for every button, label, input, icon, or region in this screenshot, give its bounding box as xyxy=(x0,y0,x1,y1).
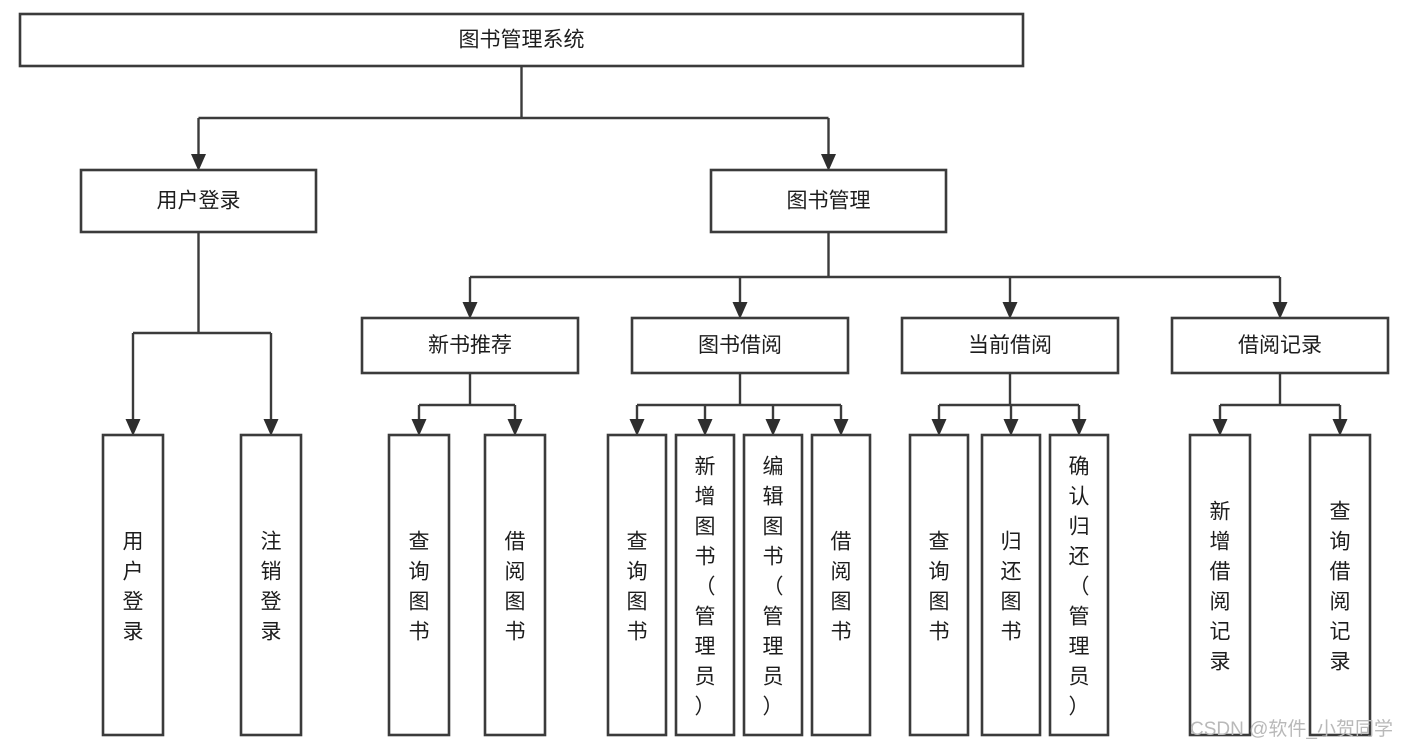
node-book-manage[interactable]: 图书管理 xyxy=(709,168,948,234)
node-box xyxy=(239,433,303,737)
edge-arrowhead xyxy=(191,154,206,171)
node-label: 查询图书 xyxy=(929,530,950,643)
edge-arrowhead xyxy=(697,419,713,436)
node-leaf-br-add[interactable]: 新增借阅记录 xyxy=(1188,433,1252,737)
node-label: 图书管理系统 xyxy=(459,29,585,52)
edge-arrowhead xyxy=(1332,419,1348,436)
node-user-login[interactable]: 用户登录 xyxy=(79,168,318,234)
edge-arrowhead xyxy=(411,419,427,436)
edge-arrowhead xyxy=(821,154,836,171)
edge-arrowhead xyxy=(1272,302,1288,319)
node-box xyxy=(674,433,736,737)
nodes-layer: 图书管理系统用户登录图书管理新书推荐图书借阅当前借阅借阅记录用户登录注销登录查询… xyxy=(18,12,1390,737)
csdn-watermark: CSDN @软件_小贺同学 xyxy=(1190,718,1393,740)
node-book-borrow[interactable]: 图书借阅 xyxy=(630,316,850,375)
edge-arrowhead xyxy=(125,419,141,436)
node-label: 注销登录 xyxy=(261,530,282,643)
node-label: 图书管理 xyxy=(787,190,871,213)
node-label: 查询借阅记录 xyxy=(1330,500,1351,673)
edge-arrowhead xyxy=(931,419,947,436)
node-label: 新增图书（管理员） xyxy=(695,455,716,718)
node-leaf-logout[interactable]: 注销登录 xyxy=(239,433,303,737)
node-box xyxy=(900,316,1120,375)
edge-arrowhead xyxy=(1212,419,1228,436)
node-leaf-cb-query[interactable]: 查询图书 xyxy=(908,433,970,737)
node-label: 当前借阅 xyxy=(968,334,1052,357)
node-box xyxy=(908,433,970,737)
node-label: 新增借阅记录 xyxy=(1210,500,1231,673)
node-leaf-nbr-query[interactable]: 查询图书 xyxy=(387,433,451,737)
node-label: 查询图书 xyxy=(409,530,430,643)
node-label: 借阅图书 xyxy=(505,530,526,643)
edge-arrowhead xyxy=(765,419,781,436)
node-new-book-rec[interactable]: 新书推荐 xyxy=(360,316,580,375)
node-label: 编辑图书（管理员） xyxy=(763,455,784,718)
node-box xyxy=(101,433,165,737)
node-box xyxy=(1170,316,1390,375)
node-box xyxy=(1308,433,1372,737)
node-box xyxy=(1048,433,1110,737)
node-label: 用户登录 xyxy=(157,190,241,213)
node-leaf-br-query[interactable]: 查询借阅记录 xyxy=(1308,433,1372,737)
node-box xyxy=(709,168,948,234)
node-current-borrow[interactable]: 当前借阅 xyxy=(900,316,1120,375)
node-leaf-user-login[interactable]: 用户登录 xyxy=(101,433,165,737)
node-box xyxy=(606,433,668,737)
edge-arrowhead xyxy=(263,419,279,436)
edge-arrowhead xyxy=(1003,419,1019,436)
node-box xyxy=(387,433,451,737)
node-leaf-bb-edit[interactable]: 编辑图书（管理员） xyxy=(742,433,804,737)
node-box xyxy=(742,433,804,737)
edge-arrowhead xyxy=(1002,302,1018,319)
node-box xyxy=(1188,433,1252,737)
node-box xyxy=(630,316,850,375)
node-box xyxy=(483,433,547,737)
node-box xyxy=(810,433,872,737)
node-leaf-cb-return[interactable]: 归还图书 xyxy=(980,433,1042,737)
node-leaf-cb-confirm[interactable]: 确认归还（管理员） xyxy=(1048,433,1110,737)
node-root[interactable]: 图书管理系统 xyxy=(18,12,1025,68)
edge-arrowhead xyxy=(833,419,849,436)
node-label: 确认归还（管理员） xyxy=(1069,455,1090,718)
node-box xyxy=(18,12,1025,68)
node-label: 图书借阅 xyxy=(698,334,782,357)
node-borrow-record[interactable]: 借阅记录 xyxy=(1170,316,1390,375)
node-box xyxy=(360,316,580,375)
node-box xyxy=(79,168,318,234)
node-leaf-bb-query[interactable]: 查询图书 xyxy=(606,433,668,737)
edge-arrowhead xyxy=(732,302,748,319)
node-label: 新书推荐 xyxy=(428,334,512,357)
node-label: 借阅图书 xyxy=(831,530,852,643)
edge-arrowhead xyxy=(1071,419,1087,436)
edge-arrowhead xyxy=(507,419,523,436)
connectors-layer xyxy=(125,66,1348,436)
edge-arrowhead xyxy=(462,302,478,319)
node-label: 借阅记录 xyxy=(1238,334,1322,357)
node-leaf-bb-borrow[interactable]: 借阅图书 xyxy=(810,433,872,737)
node-leaf-nbr-borrow[interactable]: 借阅图书 xyxy=(483,433,547,737)
node-label: 查询图书 xyxy=(627,530,648,643)
node-box xyxy=(980,433,1042,737)
node-leaf-bb-add[interactable]: 新增图书（管理员） xyxy=(674,433,736,737)
node-label: 归还图书 xyxy=(1001,530,1022,643)
edge-arrowhead xyxy=(629,419,645,436)
node-label: 用户登录 xyxy=(123,530,144,643)
